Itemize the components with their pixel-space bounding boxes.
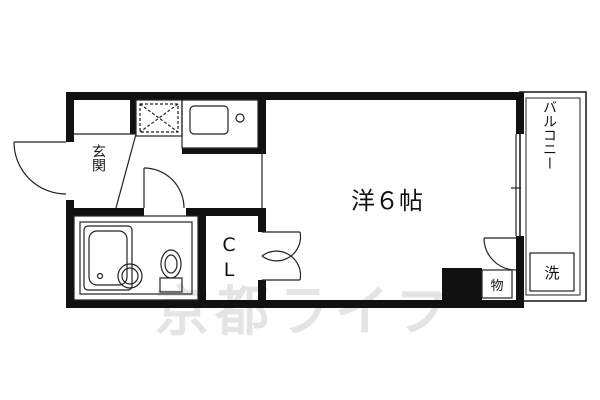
balcony-label: バルコニー (541, 100, 557, 170)
laundry-space: 洗 (529, 252, 575, 292)
bath-door (143, 167, 185, 209)
thin-lines (73, 133, 521, 301)
balcony (519, 91, 587, 302)
closet-label-l: L (224, 259, 235, 281)
interior-walls (74, 100, 266, 304)
entrance-door (13, 141, 67, 195)
balcony-door (483, 237, 517, 271)
main-room-label: 洋６帖 (351, 187, 423, 215)
storage-label: 物 (490, 279, 503, 294)
laundry-label: 洗 (544, 264, 559, 282)
kitchen (135, 99, 259, 149)
entrance-label: 玄関 (90, 143, 106, 173)
exterior-walls (66, 92, 524, 308)
closet-label-c: C (222, 234, 235, 256)
closet-doors (261, 231, 302, 281)
unit-bath (83, 225, 183, 293)
